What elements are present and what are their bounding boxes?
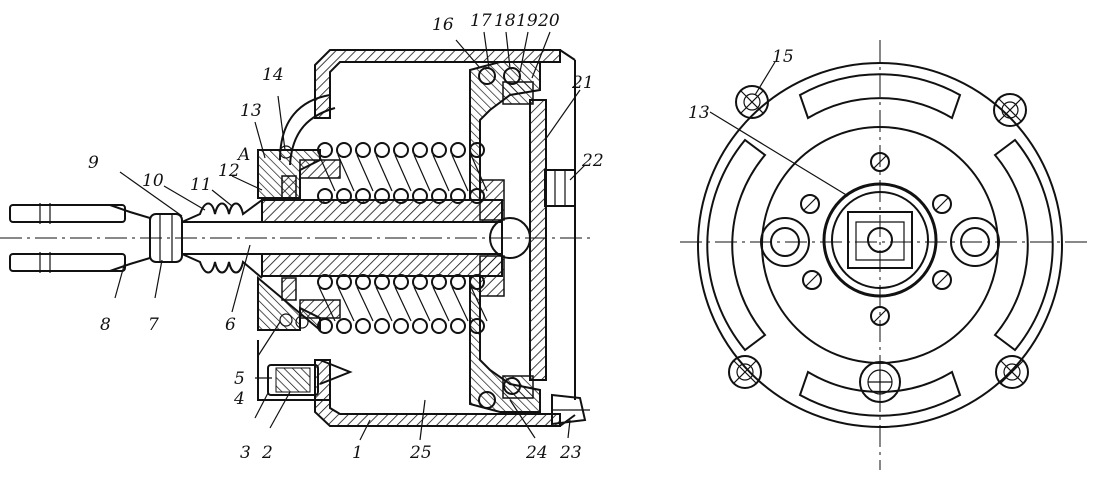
hub-square-inner bbox=[855, 221, 905, 261]
front-view: 15 13 bbox=[680, 40, 1090, 470]
callout-3: 3 bbox=[240, 443, 251, 463]
hub-ring bbox=[822, 182, 938, 298]
fork bbox=[9, 203, 151, 273]
mounting-lug-top-right bbox=[993, 93, 1027, 127]
leader-13-front bbox=[709, 111, 849, 197]
slot-top bbox=[798, 73, 962, 120]
callout-15: 15 bbox=[772, 47, 794, 67]
callout-a: A bbox=[236, 145, 250, 165]
callout-12: 12 bbox=[218, 161, 240, 181]
callout-24: 24 bbox=[525, 443, 548, 463]
callout-25: 25 bbox=[409, 443, 432, 463]
callout-13-front: 13 bbox=[688, 103, 710, 123]
callout-1: 1 bbox=[352, 443, 363, 463]
callout-23: 23 bbox=[559, 443, 582, 463]
mounting-lug-bottom-left bbox=[728, 355, 762, 389]
rubber-boot-top bbox=[181, 199, 263, 223]
callout-10: 10 bbox=[142, 171, 164, 191]
callout-14: 14 bbox=[262, 65, 284, 85]
piston bbox=[469, 61, 547, 413]
housing bbox=[314, 49, 576, 427]
hub-square bbox=[847, 211, 913, 269]
guide-sleeve bbox=[261, 199, 503, 277]
rod-hole bbox=[867, 227, 893, 253]
mounting-lug-bottom-right bbox=[995, 355, 1029, 389]
front-cover bbox=[257, 94, 341, 333]
section-view: 1 2 3 4 5 6 7 8 9 10 11 12 13 14 A 16 17… bbox=[0, 11, 604, 463]
drain-plug bbox=[551, 393, 590, 426]
callout-13: 13 bbox=[240, 101, 262, 121]
callout-16: 16 bbox=[432, 15, 454, 35]
air-inlet bbox=[544, 169, 576, 207]
hub-inner-ring bbox=[831, 191, 929, 289]
callout-21: 21 bbox=[571, 73, 594, 93]
slot-right bbox=[993, 138, 1054, 352]
piston-seals bbox=[478, 67, 534, 409]
callout-2: 2 bbox=[261, 443, 273, 463]
callout-17: 17 bbox=[470, 11, 492, 31]
callout-20: 20 bbox=[537, 11, 560, 31]
callout-5: 5 bbox=[234, 369, 245, 389]
callout-4: 4 bbox=[233, 389, 245, 409]
callout-22: 22 bbox=[581, 151, 604, 171]
callout-9: 9 bbox=[88, 153, 99, 173]
flange-outer bbox=[697, 62, 1063, 428]
callout-7: 7 bbox=[148, 315, 159, 335]
slot-bottom bbox=[798, 370, 962, 417]
filter-plug bbox=[257, 340, 353, 401]
rubber-boot-bottom bbox=[181, 253, 263, 279]
leader-15 bbox=[754, 61, 776, 96]
callout-18: 18 bbox=[494, 11, 516, 31]
callout-11: 11 bbox=[190, 175, 212, 195]
callout-6: 6 bbox=[225, 315, 236, 335]
side-boss-left bbox=[760, 217, 810, 267]
return-spring bbox=[317, 142, 488, 204]
callout-8: 8 bbox=[100, 315, 111, 335]
hub-bolts bbox=[800, 152, 952, 326]
callout-19: 19 bbox=[516, 11, 538, 31]
side-boss-right bbox=[950, 217, 1000, 267]
bottom-port bbox=[859, 361, 901, 403]
return-spring-lower bbox=[317, 274, 488, 334]
slot-left bbox=[706, 138, 767, 352]
leader-lines bbox=[114, 31, 586, 441]
mounting-lug-top-left bbox=[735, 85, 769, 119]
